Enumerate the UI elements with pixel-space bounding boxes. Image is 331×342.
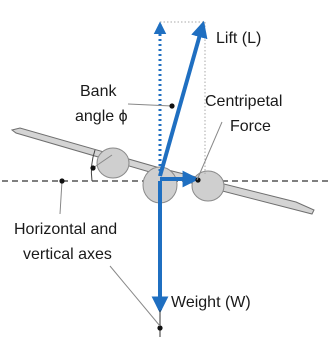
vertical-axis-dot: [157, 325, 163, 331]
left-engine: [96, 147, 130, 179]
centripetal-label-line2: Force: [230, 118, 271, 135]
bank-angle-leader: [127, 103, 173, 107]
centripetal-label-line1: Centripetal: [205, 93, 282, 110]
axes-leader-horizontal-dot: [59, 178, 65, 184]
axes-label-line1: Horizontal and: [14, 221, 117, 238]
weight-label: Weight (W): [171, 294, 251, 311]
bank-angle-label-line2: angle ϕ: [75, 108, 128, 125]
bank-arc-leader: [92, 154, 113, 169]
lift-label: Lift (L): [216, 30, 261, 47]
bank-angle-arc: [90, 149, 96, 182]
bank-angle-label-line1: Bank: [80, 83, 117, 100]
right-engine: [191, 170, 225, 202]
axes-leader-vertical: [109, 265, 161, 327]
bank-arc-dot: [90, 165, 96, 171]
lift-arrow: [158, 20, 208, 177]
centripetal-dot: [195, 177, 201, 183]
bank-angle-leader-dot: [169, 103, 175, 109]
axes-label-line2: vertical axes: [23, 246, 112, 263]
axes-leader-horizontal: [59, 180, 63, 215]
centripetal-leader: [196, 121, 223, 181]
